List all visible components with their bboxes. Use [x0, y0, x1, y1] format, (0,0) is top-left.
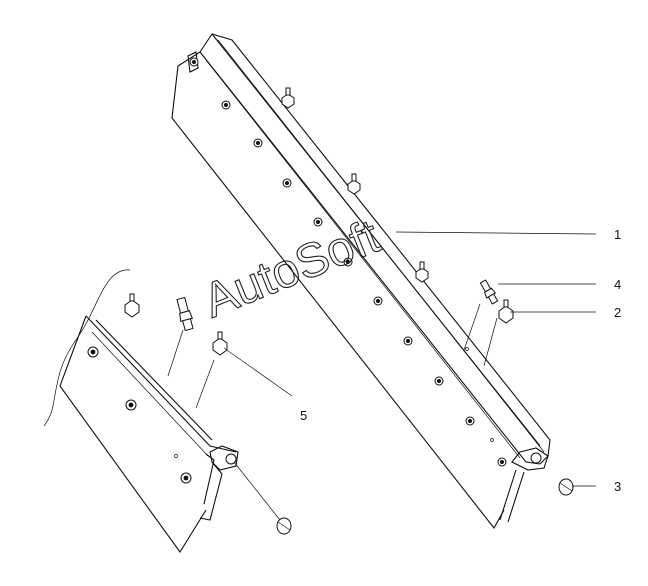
bar-bolts [189, 57, 507, 467]
detail-installed-fitting [212, 331, 228, 356]
nozzle-nut [498, 299, 514, 324]
main-bar-assembly [171, 33, 551, 529]
hose-barb-fitting [479, 279, 499, 305]
plug-cap [558, 478, 574, 496]
callout-1: 1 [614, 227, 621, 242]
leader-lines [223, 231, 597, 521]
bar-nozzles [281, 87, 429, 283]
callout-5: 5 [300, 408, 307, 423]
callout-3: 3 [614, 479, 621, 494]
callout-2: 2 [614, 305, 621, 320]
detail-bolts [87, 346, 192, 484]
detail-view [43, 269, 292, 553]
loose-parts [463, 279, 574, 496]
callout-4: 4 [614, 277, 621, 292]
detail-barb-fitting [176, 296, 194, 332]
detail-nut [124, 293, 140, 318]
watermark: AutoSoft [196, 210, 387, 328]
